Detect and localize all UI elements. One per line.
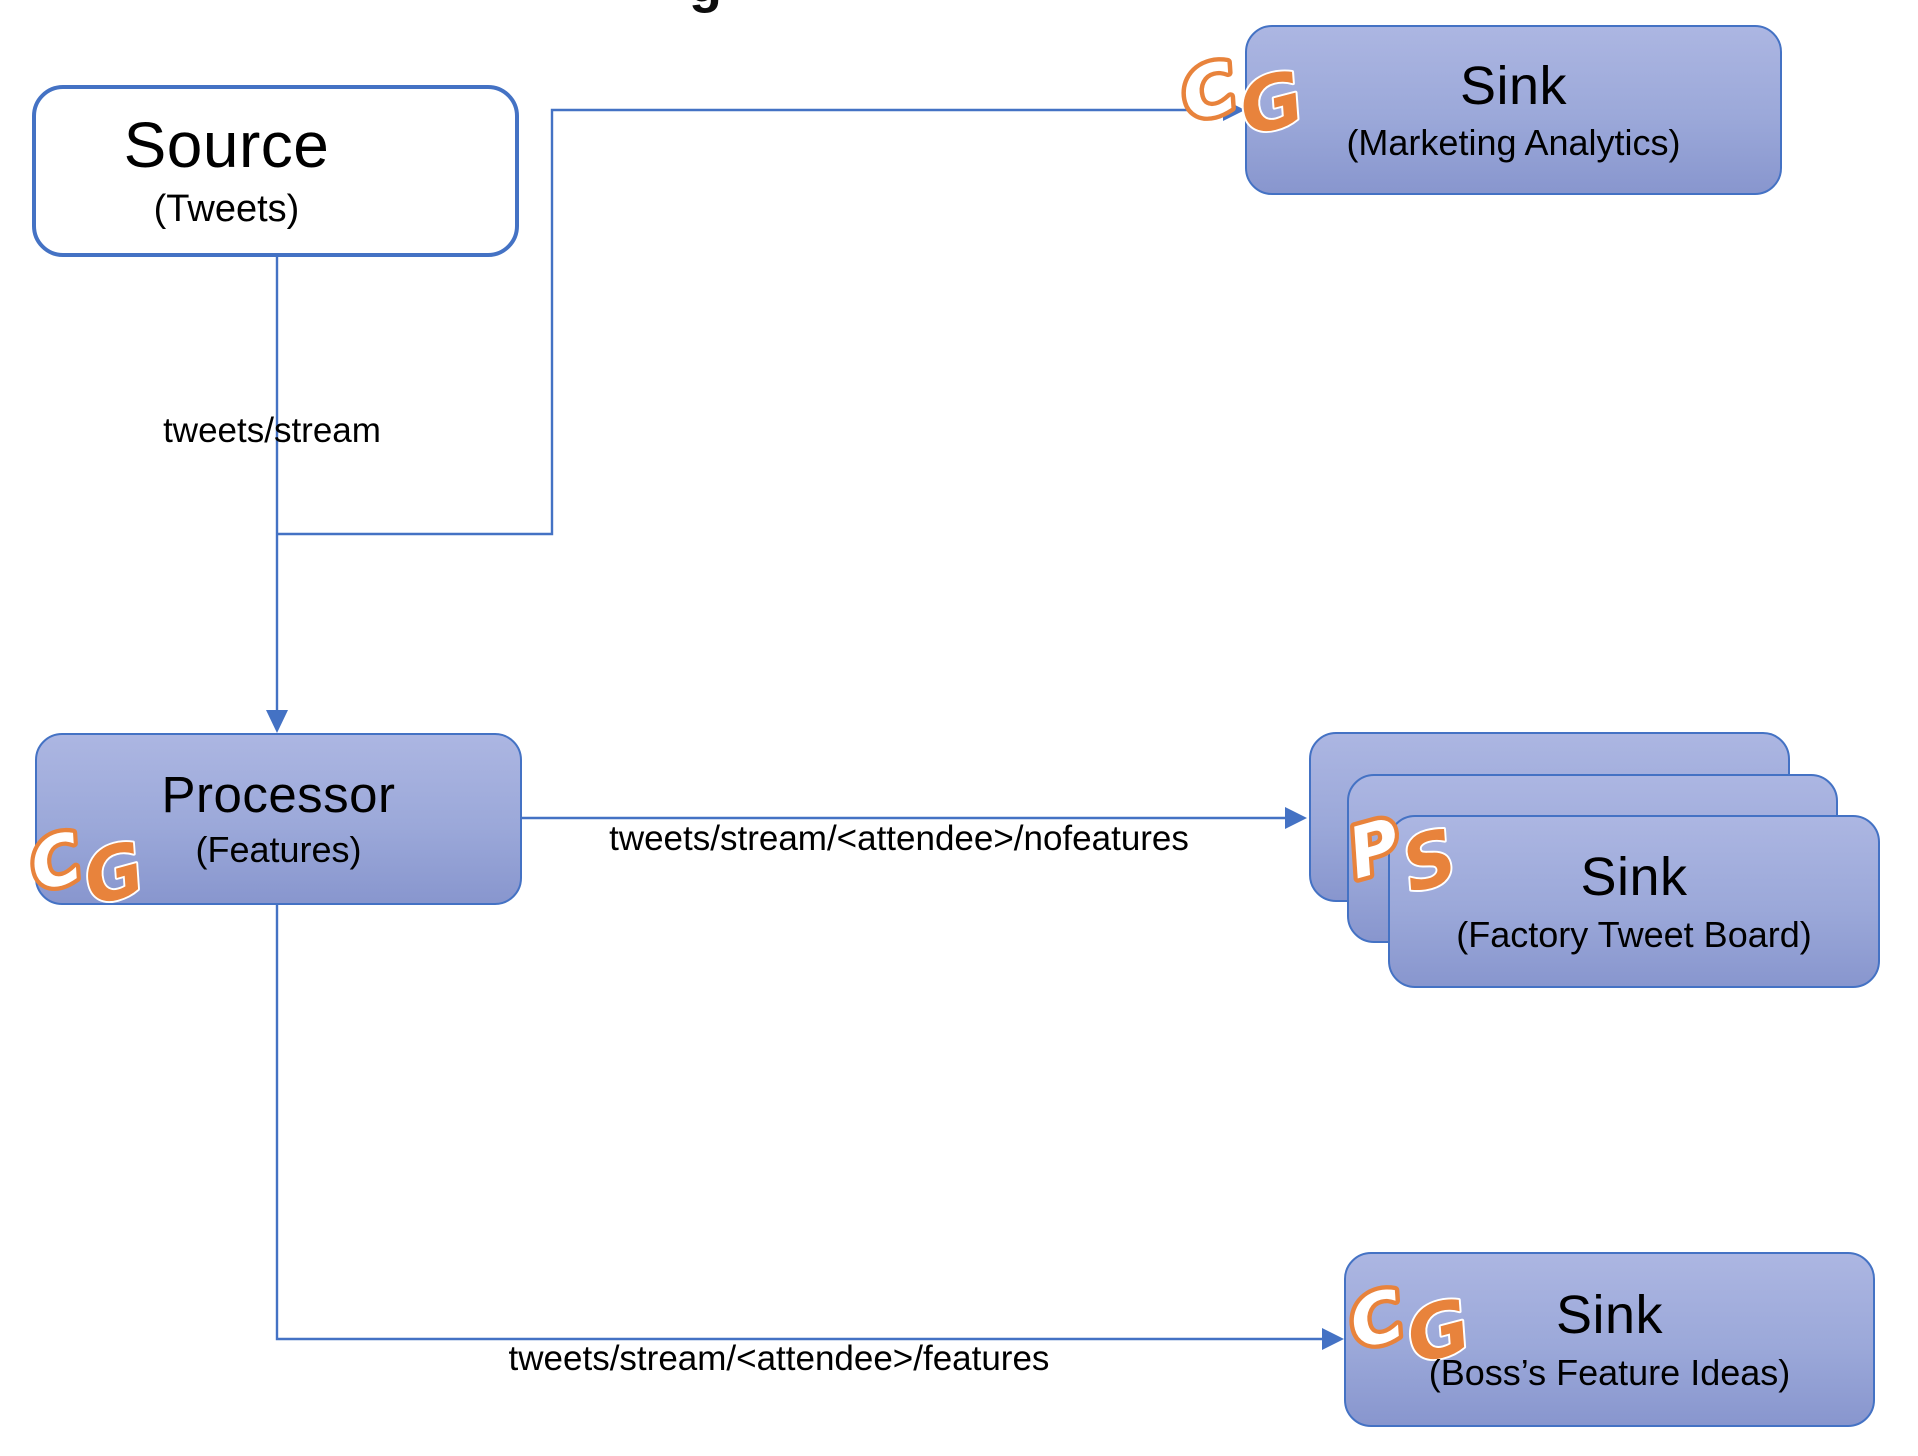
node-sink-factory-front: Sink (Factory Tweet Board) (1388, 815, 1880, 988)
node-sink-marketing-text: Sink (Marketing Analytics) (1247, 27, 1780, 193)
edge-label-features: tweets/stream/<attendee>/features (508, 1339, 1050, 1378)
cg-logo: C G (18, 812, 155, 925)
cg-logo: C G (1336, 1270, 1482, 1383)
ps-logo: P S (1336, 799, 1468, 912)
node-sink-factory[interactable]: Sink (Factory Tweet Board) P S (1309, 732, 1880, 988)
svg-text:P: P (1340, 804, 1408, 896)
clipped-title-glyph: g (689, 0, 722, 15)
edge-label-nofeatures: tweets/stream/<attendee>/nofeatures (609, 819, 1189, 858)
node-source-text: Source (Tweets) (36, 89, 515, 253)
node-sink-marketing-subtitle: (Marketing Analytics) (1346, 122, 1681, 164)
cg-logo: C G (1168, 41, 1316, 155)
node-sink-boss-text: Sink (Boss’s Feature Ideas) (1346, 1254, 1873, 1425)
edge-label-tweets-stream: tweets/stream (163, 411, 381, 450)
node-sink-factory-text: Sink (Factory Tweet Board) (1390, 817, 1878, 986)
node-processor-title: Processor (161, 766, 396, 824)
connector-processor-to-boss-sink (275, 903, 1344, 1350)
node-source-subtitle: (Tweets) (153, 187, 300, 230)
node-sink-boss[interactable]: C G Sink (Boss’s Feature Ideas) (1336, 1252, 1875, 1427)
node-processor[interactable]: C G Processor (Features) (18, 733, 522, 925)
connector-source-to-processor (266, 257, 288, 733)
node-sink-boss-subtitle: (Boss’s Feature Ideas) (1428, 1351, 1791, 1393)
node-processor-subtitle: (Features) (195, 829, 362, 871)
arrowhead-right-icon (1285, 807, 1307, 829)
node-sink-marketing-title: Sink (1459, 55, 1568, 116)
node-processor-text: Processor (Features) (37, 735, 520, 903)
arrowhead-right-icon (1322, 1328, 1344, 1350)
svg-text:C: C (22, 817, 90, 907)
node-sink-marketing[interactable]: C G Sink (Marketing Analytics) (1168, 25, 1782, 195)
node-source[interactable]: Source (Tweets) (32, 85, 519, 257)
node-sink-boss-title: Sink (1555, 1285, 1664, 1346)
node-sink-factory-subtitle: (Factory Tweet Board) (1456, 913, 1812, 955)
node-source-title: Source (123, 108, 330, 181)
arrowhead-down-icon (266, 710, 288, 733)
node-sink-factory-title: Sink (1580, 847, 1688, 908)
